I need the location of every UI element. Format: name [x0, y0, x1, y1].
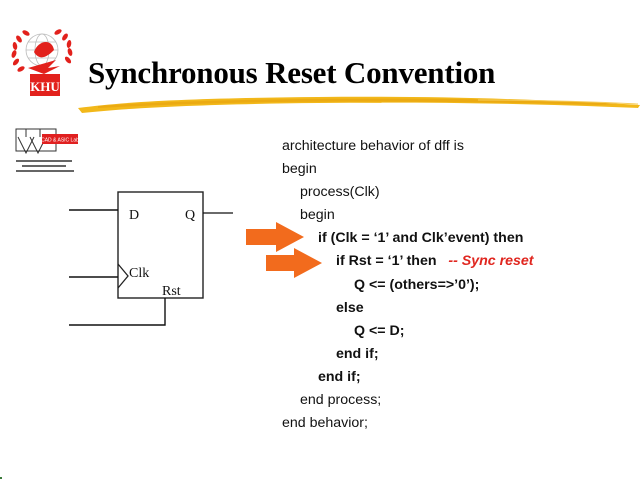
arrow-icon: [246, 222, 304, 252]
code-text: begin: [282, 161, 317, 178]
lab-badge-text: CAD & ASIC Lab: [41, 138, 79, 144]
code-text: end if;: [318, 368, 361, 385]
code-text: Q <= D;: [354, 322, 405, 339]
khu-logo-text: KHU: [30, 79, 60, 94]
code-comment: -- Sync reset: [448, 253, 534, 270]
arrow-icon: [266, 248, 322, 278]
code-text: Q <= (others=>’0’);: [354, 276, 480, 293]
pin-d-label: D: [129, 208, 139, 223]
code-text: else: [336, 299, 364, 316]
code-text: architecture behavior of dff is: [282, 138, 464, 154]
code-line: begin: [282, 204, 534, 227]
slide-title: Synchronous Reset Convention: [88, 55, 496, 90]
code-line: else: [282, 297, 534, 320]
corner-mark: [0, 477, 2, 479]
lab-logo-caption: [16, 160, 74, 172]
pin-clk-label: Clk: [129, 266, 149, 281]
code-text: end behavior;: [282, 415, 368, 432]
code-text: end if;: [336, 345, 379, 362]
title-underline: [78, 96, 640, 113]
lab-badge: [42, 134, 78, 144]
laurel-wreath-icon: [11, 29, 73, 72]
code-text: if Rst = ‘1’ then: [336, 253, 437, 270]
vhdl-code-block: architecture behavior of dff is begin pr…: [282, 135, 534, 435]
code-line: architecture behavior of dff is: [282, 135, 534, 158]
code-line: end if;: [282, 343, 534, 366]
lab-logo: CAD & ASIC Lab: [15, 128, 79, 172]
dff-block: [117, 191, 204, 299]
code-line: begin: [282, 158, 534, 181]
code-line: end behavior;: [282, 412, 534, 435]
pin-q-label: Q: [185, 208, 195, 223]
dff-diagram: D Q Clk Rst: [69, 191, 233, 326]
code-line: process(Clk): [282, 181, 534, 204]
code-line: if Rst = ‘1’ then -- Sync reset: [282, 250, 534, 273]
code-line: end process;: [282, 389, 534, 412]
code-line: end if;: [282, 366, 534, 389]
khu-logo: KHU: [11, 29, 73, 96]
code-line: Q <= (others=>’0’);: [282, 274, 534, 297]
code-text: begin: [300, 207, 335, 224]
rst-input-wire: [69, 298, 166, 326]
code-text: if (Clk = ‘1’ and Clk’event) then: [318, 230, 524, 247]
khu-badge: [30, 74, 60, 96]
code-text: end process;: [300, 392, 382, 409]
code-line: Q <= D;: [282, 320, 534, 343]
pin-rst-label: Rst: [162, 284, 181, 299]
clock-edge-icon: [117, 263, 129, 289]
code-line: if (Clk = ‘1’ and Clk’event) then: [282, 227, 534, 250]
code-text: process(Clk): [300, 184, 380, 201]
